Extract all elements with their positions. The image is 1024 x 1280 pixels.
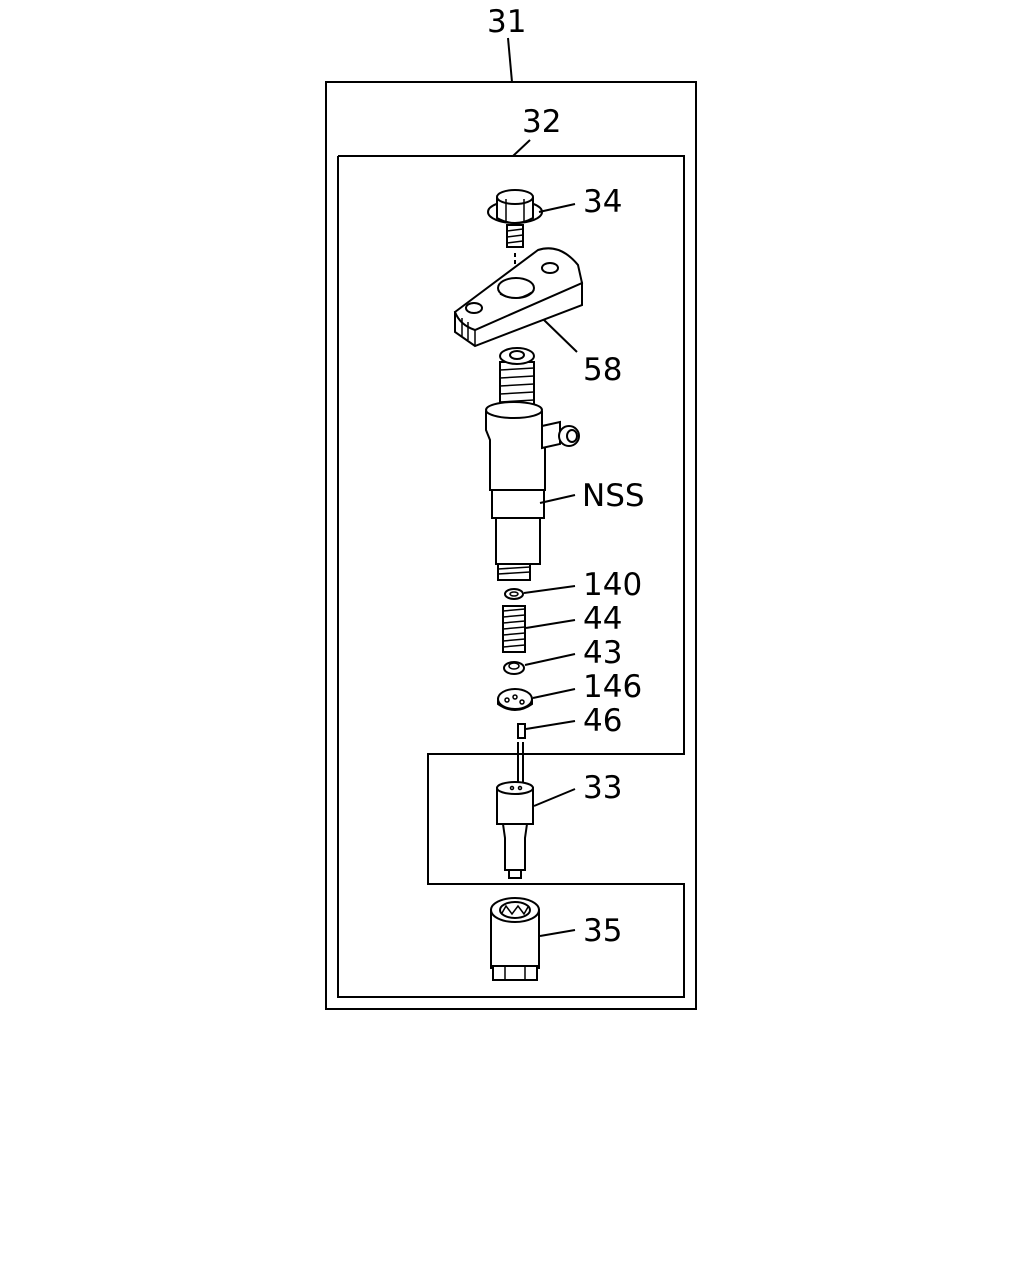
label-140: 140 bbox=[583, 567, 642, 603]
clamp-part bbox=[453, 247, 584, 348]
spring-seat-part bbox=[503, 661, 525, 675]
leader-43 bbox=[524, 653, 576, 666]
label-46: 46 bbox=[583, 703, 622, 739]
leader-46 bbox=[525, 720, 576, 730]
spacer-part bbox=[497, 688, 533, 711]
label-nss: NSS bbox=[582, 478, 645, 514]
label-44: 44 bbox=[583, 601, 622, 637]
bolt-part bbox=[487, 189, 543, 290]
leader-44 bbox=[525, 619, 576, 629]
assembly-frame-32 bbox=[337, 139, 685, 998]
leader-35 bbox=[539, 929, 576, 937]
washer-part bbox=[504, 588, 524, 600]
label-33: 33 bbox=[583, 770, 622, 806]
leader-lines bbox=[523, 203, 578, 937]
leader-58 bbox=[543, 319, 578, 353]
nozzle-part bbox=[496, 781, 534, 879]
leader-33 bbox=[533, 788, 576, 807]
label-32: 32 bbox=[522, 104, 561, 140]
leader-146 bbox=[532, 688, 576, 699]
spring-part bbox=[502, 605, 526, 653]
retaining-nut-part bbox=[490, 897, 540, 981]
label-43: 43 bbox=[583, 635, 622, 671]
label-34: 34 bbox=[583, 184, 622, 220]
assembly-frame-31 bbox=[325, 37, 697, 1010]
leader-140 bbox=[523, 585, 576, 594]
injector-body-part bbox=[485, 347, 580, 581]
pin-part bbox=[517, 723, 526, 788]
label-31: 31 bbox=[487, 4, 526, 40]
label-35: 35 bbox=[583, 913, 622, 949]
leader-nss bbox=[539, 494, 576, 504]
leader-34 bbox=[538, 203, 576, 213]
label-146: 146 bbox=[583, 669, 642, 705]
label-58: 58 bbox=[583, 352, 622, 388]
